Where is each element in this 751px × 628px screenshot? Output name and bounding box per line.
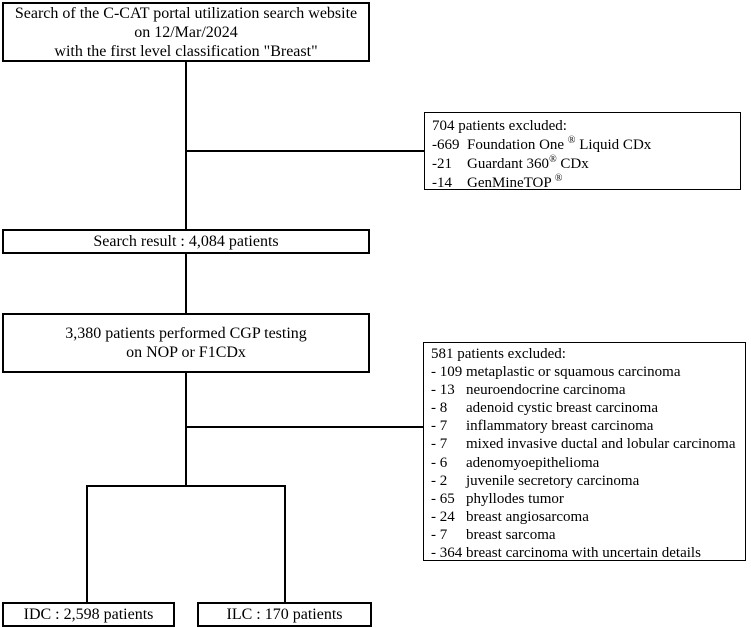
excluded-assay-count: -21 <box>432 156 452 172</box>
search-result-label: Search result : 4,084 patients <box>93 233 279 250</box>
excluded-histology-label: metaplastic or squamous carcinoma <box>466 364 681 381</box>
connector-line-branch-excluded-histologies <box>186 426 423 428</box>
excluded-histologies-header: 581 patients excluded: <box>431 346 566 362</box>
excluded-histology-label: juvenile secretory carcinoma <box>466 472 640 489</box>
excluded-histology-item: - 7 breast sarcoma <box>424 526 745 544</box>
box-search-result: Search result : 4,084 patients <box>2 229 370 254</box>
search-criteria-line-1: Search of the C-CAT portal utilization s… <box>14 4 358 22</box>
excluded-assays-list: -669 Foundation One ® Liquid CDx -21 Gua… <box>425 136 740 190</box>
cgp-testing-line-2: on NOP or F1CDx <box>126 344 246 361</box>
search-criteria-line-2: on 12/Mar/2024 <box>134 23 238 41</box>
excluded-histology-item: - 13 neuroendocrine carcinoma <box>424 381 745 399</box>
excluded-histology-count: - 364 <box>431 545 463 561</box>
excluded-histology-label: adenoid cystic breast carcinoma <box>466 400 658 417</box>
excluded-histology-item: - 7 mixed invasive ductal and lobular ca… <box>424 435 745 453</box>
excluded-histology-label: inflammatory breast carcinoma <box>466 418 654 435</box>
cgp-testing-line-1: 3,380 patients performed CGP testing <box>65 325 307 342</box>
excluded-histology-count: - 8 <box>431 400 448 417</box>
excluded-histology-count: - 109 <box>431 364 463 381</box>
excluded-histology-count: - 7 <box>431 526 448 543</box>
excluded-histology-item: - 2 juvenile secretory carcinoma <box>424 472 745 490</box>
excluded-histology-item: - 65 phyllodes tumor <box>424 490 745 508</box>
excluded-histology-count: - 65 <box>431 490 455 507</box>
excluded-histology-label: phyllodes tumor <box>466 490 564 507</box>
excluded-histology-count: - 13 <box>431 382 455 399</box>
registered-trademark-icon: ® <box>554 173 563 184</box>
excluded-histology-count: - 7 <box>431 436 448 453</box>
connector-line-split-horizontal <box>86 485 286 487</box>
excluded-histology-item: - 6 adenomyoepithelioma <box>424 454 745 472</box>
excluded-assay-label: Foundation One ® Liquid CDx <box>467 135 652 154</box>
box-excluded-assays: 704 patients excluded: -669 Foundation O… <box>424 112 741 190</box>
excluded-assays-header: 704 patients excluded: <box>432 118 567 134</box>
idc-result-label: IDC : 2,598 patients <box>23 606 154 623</box>
connector-line-top-to-search <box>185 62 187 229</box>
box-excluded-histologies: 581 patients excluded: - 109 metaplastic… <box>423 342 746 561</box>
search-criteria-line-3: with the first level classification "Bre… <box>54 42 318 60</box>
box-search-criteria: Search of the C-CAT portal utilization s… <box>2 2 370 62</box>
box-idc-result: IDC : 2,598 patients <box>2 602 175 627</box>
ilc-result-label: ILC : 170 patients <box>226 606 343 623</box>
excluded-histology-label: breast sarcoma <box>466 526 556 543</box>
excluded-histology-label: neuroendocrine carcinoma <box>466 382 626 399</box>
box-ilc-result: ILC : 170 patients <box>197 602 372 627</box>
connector-line-to-ilc <box>284 487 286 602</box>
excluded-histology-count: - 24 <box>431 508 455 525</box>
excluded-assay-count: -14 <box>432 175 452 190</box>
registered-trademark-icon: ® <box>549 154 557 165</box>
connector-line-search-to-cgp <box>185 254 187 313</box>
excluded-histology-count: - 7 <box>431 418 448 435</box>
box-cgp-testing: 3,380 patients performed CGP testing on … <box>2 313 370 373</box>
excluded-histology-item: - 7 inflammatory breast carcinoma <box>424 417 745 435</box>
excluded-histology-label: mixed invasive ductal and lobular carcin… <box>466 436 736 453</box>
excluded-assay-item: -21 Guardant 360® CDx <box>425 155 740 174</box>
excluded-histology-label: adenomyoepithelioma <box>466 454 600 471</box>
excluded-assay-item: -669 Foundation One ® Liquid CDx <box>425 136 740 155</box>
excluded-histology-item: - 364 breast carcinoma with uncertain de… <box>424 544 745 561</box>
connector-line-branch-excluded-assays <box>186 150 424 152</box>
registered-trademark-icon: ® <box>567 135 576 146</box>
excluded-histology-item: - 109 metaplastic or squamous carcinoma <box>424 363 745 381</box>
excluded-assay-item: -14 GenMineTOP ® <box>425 174 740 190</box>
connector-line-to-idc <box>86 487 88 602</box>
excluded-histology-label: breast carcinoma with uncertain details <box>466 545 701 561</box>
excluded-assay-label: GenMineTOP ® <box>467 173 563 190</box>
excluded-histology-count: - 6 <box>431 454 448 471</box>
excluded-assay-count: -669 <box>432 137 460 153</box>
excluded-histology-item: - 8 adenoid cystic breast carcinoma <box>424 399 745 417</box>
excluded-histology-count: - 2 <box>431 472 448 489</box>
excluded-assay-label: Guardant 360® CDx <box>467 154 589 173</box>
excluded-histologies-list: - 109 metaplastic or squamous carcinoma … <box>424 363 745 561</box>
connector-line-cgp-to-split <box>185 373 187 486</box>
excluded-histology-label: breast angiosarcoma <box>466 508 589 525</box>
excluded-histology-item: - 24 breast angiosarcoma <box>424 508 745 526</box>
